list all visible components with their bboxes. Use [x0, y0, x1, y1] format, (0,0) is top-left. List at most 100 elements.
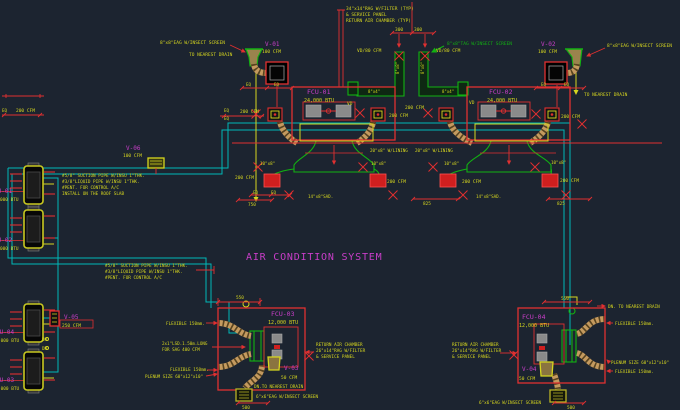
fan-motors	[271, 104, 548, 362]
label-cfm-ld2: 200 CFM	[387, 179, 406, 185]
label-v05: V-05	[64, 314, 79, 321]
label-cfm-ld4: 200 CFM	[560, 178, 579, 184]
label-cfm-wall: 200 CFM	[16, 108, 35, 114]
label-v01: V-01	[265, 41, 280, 48]
duct-20x8-left: 20"x8" W/LINING	[370, 148, 408, 153]
valve-v05	[49, 310, 60, 327]
dim-eq-v01-b: EQ	[274, 82, 280, 87]
label-dn-1: DN	[42, 337, 48, 342]
label-cfm-ud2: 200 CFM	[389, 113, 408, 119]
label-dn-2: DN	[42, 346, 48, 351]
label-cdu01-btu: 000 BTU	[0, 197, 19, 203]
label-plenum-03: PLENUM SIZE 60"x12"x10"	[145, 374, 203, 379]
return-chamber-fcu02	[474, 123, 549, 142]
label-cfm-ud4: 200 CFM	[561, 114, 580, 120]
duct-8x8-riser-right: 8"x8"	[420, 62, 425, 74]
note-sag-1: 2x1"LSD.1.50m.LONG	[162, 341, 208, 346]
note-pipe2-1: #5/8" SUCTION PIPE W/INSU 1"THK.	[105, 263, 188, 269]
note-rac4-1: RETURN AIR CHAMBER	[452, 342, 499, 348]
label-flex-03a: FLEXIBLE 150mm.	[166, 321, 205, 327]
label-cdu02: DU-02	[0, 237, 12, 244]
dim-eq-v01-a: EQ	[246, 82, 252, 87]
label-cfm-ld1: 200 CFM	[235, 175, 254, 181]
label-v06: V-06	[126, 145, 141, 152]
label-v01-cfm: 100 CFM	[262, 49, 281, 55]
valve-v06	[147, 157, 165, 169]
volume-damper-left	[347, 81, 359, 96]
equipment	[49, 61, 606, 403]
label-flex-04b: FLEXIBLE 150mm.	[615, 369, 654, 375]
label-tag-center: 8"x8"TAG W/INSECT SCREEN	[447, 41, 512, 47]
label-vd-left: VD	[347, 101, 353, 107]
label-plenum-04: PLENUM SIZE 60"x12"x10"	[611, 360, 669, 365]
label-dn-drain3: DN.TO NEAREST DRAIN	[254, 384, 304, 390]
label-v06-cfm: 100 CFM	[123, 153, 142, 159]
dim-550-fcu04: 550	[561, 296, 569, 302]
duct-10x8-2: 10"x8"	[371, 161, 386, 166]
dim-500-fcu03: 500	[242, 405, 250, 410]
duct-8x4-left: 8"x4"	[368, 89, 380, 94]
duct-20x8-right: 20"x8" W/LINING	[415, 148, 453, 153]
duct-10x8-4: 10"x8"	[551, 160, 566, 165]
fcu04-unit	[517, 307, 606, 384]
label-cdu04: DU-04	[0, 329, 14, 336]
note-pipe2-2: #3/8"LIQUID PIPE W/INSU 1"THK.	[105, 269, 183, 275]
label-cdu04-btu: ,000 BTU	[0, 338, 20, 344]
label-fcu03: FCU-03	[271, 310, 295, 318]
dim-eq-v02-a: EQ	[541, 82, 547, 87]
dim-750: 750	[248, 202, 256, 208]
dim-eq-d1a: EQ	[224, 108, 230, 113]
return-chamber-fcu01	[299, 123, 374, 142]
label-flex-03b: FLEXIBLE 150mm.	[170, 367, 209, 373]
label-eag-left: 8"x8"EAG W/INSECT SCREEN	[160, 40, 225, 46]
label-cdu01: DU-01	[0, 188, 12, 195]
duct-10x8-1: 10"x8"	[260, 161, 275, 166]
label-eag3: 6"x6"EAG W/INSECT SCREEN	[256, 394, 318, 400]
label-eag-right: 8"x8"EAG W/INSECT SCREEN	[607, 43, 672, 49]
note-pipe1-1: #5/8" SUCTION PIPE W/INSU 1"THK.	[62, 173, 145, 179]
dim-500-fcu04: 500	[567, 405, 575, 410]
label-v03-cfm: 50 CFM	[281, 375, 298, 381]
note-rac4-2: 26"x14"RAG W/FILTER	[452, 348, 502, 354]
plenum-bell-fcu02	[466, 140, 552, 173]
note-rac4-3: & SERVICE PANEL	[452, 354, 491, 360]
label-v02-cfm: 100 CFM	[538, 49, 557, 55]
label-vd-right: VD	[469, 100, 475, 106]
label-fcu02-btu: 24,000 BTU	[487, 98, 517, 104]
fcu03-unit	[217, 307, 306, 391]
dim-300-left: 300	[395, 27, 403, 33]
dim-eq-wall: EQ	[2, 108, 8, 113]
dim-eq-d1b: EQ	[224, 116, 230, 121]
note-rag-typ-2: & SERVICE PANEL	[346, 12, 387, 18]
duct-10x8-3: 10"x8"	[444, 161, 459, 166]
note-rag-typ-3: RETURN AIR CHAMBER (TYP)	[346, 18, 411, 24]
label-drain-right: TO NEAREST DRAIN	[584, 92, 628, 98]
duct-14x8-right: 14"x8"SAD.	[476, 194, 501, 199]
label-v05-cfm: 250 CFM	[62, 323, 81, 329]
label-v03: V-03	[284, 365, 299, 372]
note-pipe1-2: #3/8"LIQUID PIPE W/INSU 1"THK.	[62, 179, 140, 185]
label-cfm-ud1: 200 CFM	[240, 109, 259, 115]
drawing-title: AIR CONDITION SYSTEM	[246, 252, 382, 263]
note-rac3-3: & SERVICE PANEL	[316, 354, 355, 360]
label-vd80-left: VD/80 CFM	[357, 48, 382, 54]
label-v04-cfm: 50 CFM	[519, 376, 536, 382]
duct-8x4-right: 8"x4"	[442, 89, 454, 94]
label-cfm-ld3: 200 CFM	[462, 179, 481, 185]
label-v04: V-04	[522, 366, 537, 373]
label-fcu02: FCU-02	[489, 88, 513, 96]
note-pipe1-3: #PENT. FOR CONTROL A/C	[62, 185, 119, 191]
label-flex-04a: FLEXIBLE 150mm.	[615, 321, 654, 327]
note-sag-2: FOR SAG 400 CFM	[162, 347, 200, 352]
funnel-v04	[539, 361, 554, 377]
label-fcu04: FCU-04	[522, 313, 546, 321]
dim-550-fcu03: 550	[236, 295, 244, 301]
label-cfm-ud3: 200 CFM	[405, 105, 424, 111]
fcu01-unit	[291, 86, 396, 141]
label-fcu01: FCU-01	[307, 88, 331, 96]
label-dn-drain4: DN. TO NEAREST DRAIN	[608, 304, 660, 310]
note-rac3-2: 26"x14"RAG W/FILTER	[316, 348, 366, 354]
dim-eq-l2: EQ	[271, 190, 277, 195]
